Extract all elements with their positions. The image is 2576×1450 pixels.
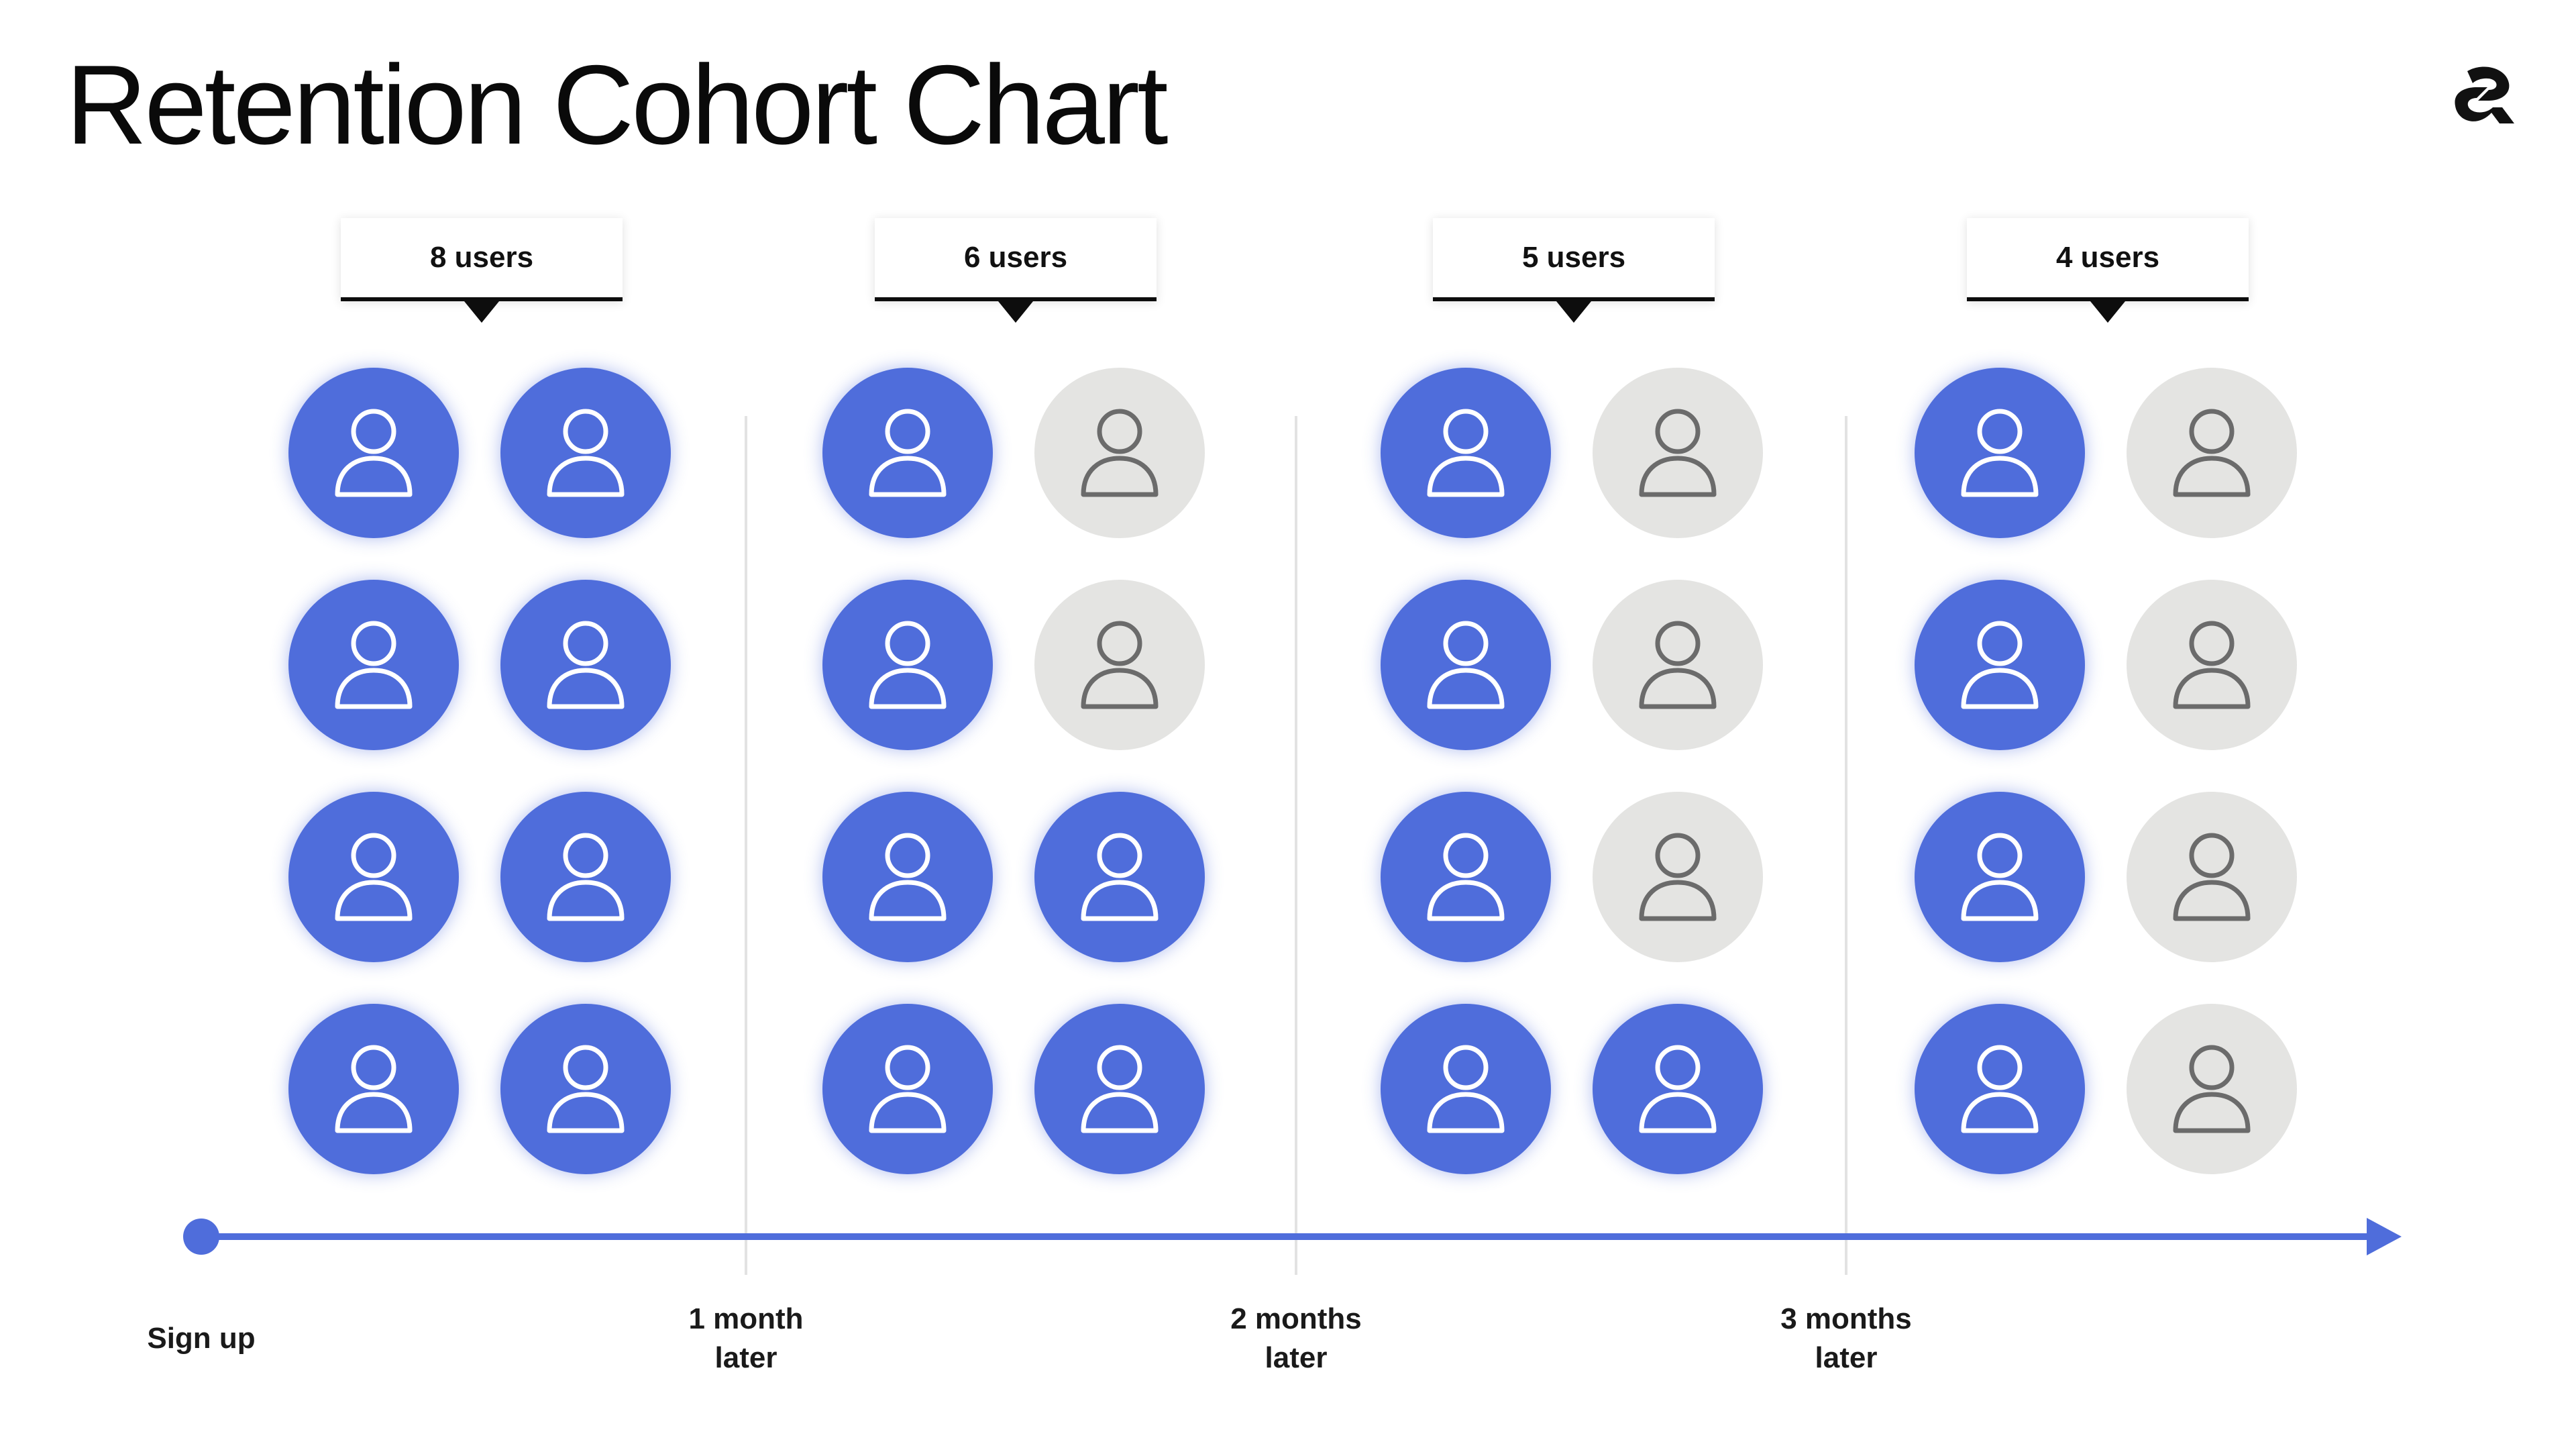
cohort-count-label: 5 users [1521,241,1626,274]
user-icon [547,409,625,497]
cohort-count-label: 4 users [2055,241,2160,274]
retained-user [500,580,671,750]
retained-user [288,368,459,538]
retained-user [1915,792,2085,962]
cohort-callout-1: 8 users [341,218,623,323]
user-icon [869,621,947,709]
user-icon [2173,621,2251,709]
cohort-callout-3: 5 users [1433,218,1715,323]
user-icon [1639,409,1717,497]
retained-user [822,368,993,538]
user-icon [547,621,625,709]
user-icon [2173,1045,2251,1133]
retained-user [1593,1004,1763,1174]
user-icon [869,409,947,497]
user-icon [335,409,413,497]
retained-user [500,792,671,962]
user-icon [1639,833,1717,921]
user-icon [1961,1045,2039,1133]
churned-user [2127,580,2297,750]
user-icon [2173,833,2251,921]
month-divider-3 [1845,416,1847,1275]
retained-user [1381,580,1551,750]
user-icon [1427,621,1505,709]
cohort-count-label: 8 users [429,241,534,274]
user-icon [869,1045,947,1133]
timeline-label-signup: Sign up [147,1322,256,1355]
page-title: Retention Cohort Chart [66,42,1169,168]
user-icon [1427,409,1505,497]
user-icon [1081,1045,1159,1133]
retained-user [1034,1004,1205,1174]
user-icon [2173,409,2251,497]
timeline-label-month-2: 2 months later [1230,1302,1362,1374]
retained-user [1915,368,2085,538]
retained-user [1381,1004,1551,1174]
user-icon [1961,621,2039,709]
user-icon [1639,621,1717,709]
churned-user [1593,580,1763,750]
callout-pointer [1556,301,1591,323]
brand-logo [2455,66,2514,123]
retained-user [1381,792,1551,962]
retained-user [288,1004,459,1174]
retained-user [1915,580,2085,750]
churned-user [2127,1004,2297,1174]
user-icon [335,1045,413,1133]
churned-user [1034,368,1205,538]
user-icon [547,833,625,921]
retained-user [822,1004,993,1174]
callout-pointer [464,301,499,323]
cohort-callout-2: 6 users [875,218,1157,323]
retained-user [1034,792,1205,962]
timeline-arrowhead [2367,1218,2402,1255]
retained-user [822,792,993,962]
churned-user [2127,368,2297,538]
retained-user [500,368,671,538]
user-icon [1427,833,1505,921]
retained-user [288,792,459,962]
retained-user [822,580,993,750]
user-icon [1081,621,1159,709]
month-divider-2 [1295,416,1297,1275]
user-icon [1961,409,2039,497]
user-icon [869,833,947,921]
user-icon [547,1045,625,1133]
timeline-label-month-3: 3 months later [1780,1302,1912,1374]
user-icon [1639,1045,1717,1133]
month-divider-1 [745,416,747,1275]
cohort-count-label: 6 users [963,241,1068,274]
callout-pointer [998,301,1033,323]
churned-user [2127,792,2297,962]
user-icon [1961,833,2039,921]
churned-user [1593,368,1763,538]
retained-user [288,580,459,750]
user-icon [335,833,413,921]
retained-user [1381,368,1551,538]
churned-user [1034,580,1205,750]
churned-user [1593,792,1763,962]
user-icon [1081,409,1159,497]
timeline-label-month-1: 1 month later [688,1302,804,1374]
timeline-start-dot [183,1219,219,1255]
user-icon [1427,1045,1505,1133]
user-icon [1081,833,1159,921]
user-icon [335,621,413,709]
retained-user [500,1004,671,1174]
cohort-callout-4: 4 users [1967,218,2249,323]
callout-pointer [2090,301,2125,323]
retained-user [1915,1004,2085,1174]
